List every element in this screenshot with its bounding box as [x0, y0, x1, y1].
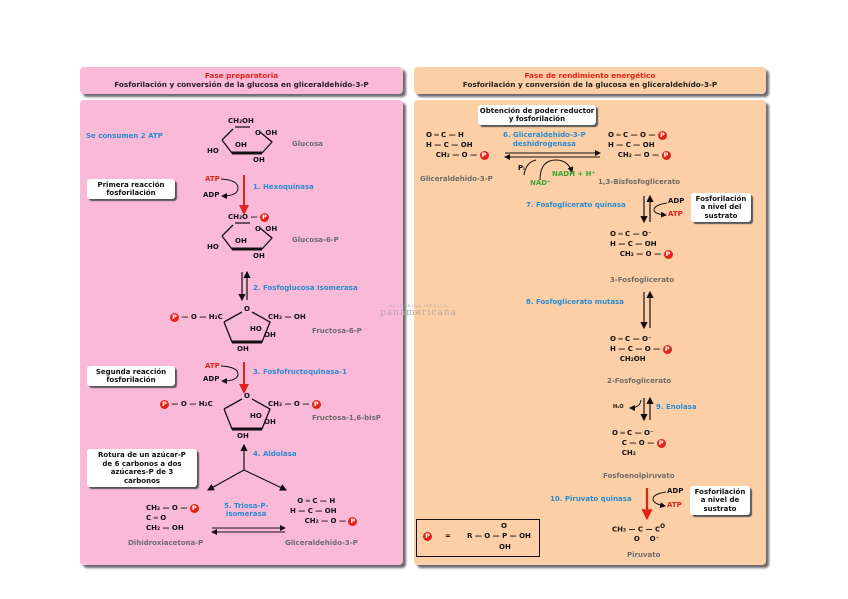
phosphate-icon: P	[661, 150, 671, 160]
left-header-title: Fase preparatoria	[204, 71, 279, 80]
phosphate-icon: P	[479, 150, 489, 160]
molecule-piruvato: Piruvato	[627, 551, 661, 559]
phosphate-icon: P	[170, 312, 179, 322]
phosphate-icon: P	[160, 399, 169, 409]
atp-label-1: ATP	[205, 175, 220, 183]
atp-label-7: ATP	[668, 210, 683, 218]
adp-label-7: ADP	[668, 197, 685, 205]
phosphate-icon: P	[662, 344, 672, 354]
molecule-3pg: 3-Fosfoglicerato	[610, 276, 675, 284]
molecule-fructosa6p: Fructosa-6-P	[312, 327, 362, 335]
glucose6p-ring	[221, 222, 273, 251]
pi-label: Pᵢ	[518, 164, 525, 172]
atp-label-10: ATP	[667, 501, 682, 509]
enzyme-fosfoglicerato-mutasa: 8. Fosfoglicerato mutasa	[526, 298, 625, 306]
molecule-glucosa: Glucosa	[292, 140, 323, 148]
right-header: Fase de rendimiento energético Fosforila…	[414, 67, 766, 94]
adp-label-10: ADP	[667, 487, 684, 495]
fructose6p-ring	[223, 311, 271, 344]
enzyme-fosfofructoquinasa: 3. Fosfofructoquinasa-1	[253, 368, 347, 376]
left-panel	[80, 100, 403, 565]
atp-consumed-note: Se consumen 2 ATP	[86, 132, 163, 140]
watermark: EDITORIAL MÉDICA panamericana	[380, 303, 457, 318]
atp-label-2: ATP	[205, 362, 220, 370]
pyruvate-structure: CH₃ — C — CO O O⁻	[612, 524, 666, 544]
pep-structure: O ═ C — O⁻ C — O — P CH₂	[612, 428, 666, 458]
phosphate-icon: P	[259, 212, 269, 222]
phosphate-icon: P	[423, 532, 432, 541]
phosphate-icon: P	[348, 516, 358, 526]
phosphate-icon: P	[656, 438, 666, 448]
enzyme-aldolasa: 4. Aldolasa	[253, 450, 297, 458]
nadh-label: NADH + H⁺	[552, 170, 596, 178]
enzyme-enolasa: 9. Enolasa	[656, 403, 697, 411]
enzyme-fosfoglicerato-quinasa: 7. Fosfoglicerato quinasa	[526, 201, 626, 209]
right-header-subtitle: Fosforilación y conversión de la glucosa…	[462, 80, 718, 89]
molecule-dhap: Dihidroxiacetona-P	[128, 539, 204, 547]
phosphate-icon: P	[657, 130, 667, 140]
left-header: Fase preparatoria Fosforilación y conver…	[80, 67, 403, 94]
molecule-g3p-left: Gliceraldehido-3-P	[285, 539, 358, 547]
molecule-fructosa16bisp: Fructosa-1,6-bisP	[312, 414, 381, 422]
enzyme-piruvato-quinasa: 10. Piruvato quinasa	[550, 495, 632, 503]
phosphate-icon: P	[663, 249, 673, 259]
molecule-g3p-right: Gliceraldehido-3-P	[420, 175, 493, 183]
pg2-structure: O ═ C — O⁻H — C — O — P CH₂OH	[610, 334, 672, 364]
left-header-subtitle: Fosforilación y conversión de la glucosa…	[114, 80, 369, 89]
enzyme-fosfoglucosa-isomerasa: 2. Fosfoglucosa Isomerasa	[253, 284, 358, 292]
glucose-structure: CH₂OH	[228, 117, 254, 125]
enzyme-triosa-p-isomerasa: 5. Triosa-P-isomerasa	[224, 502, 269, 518]
phosphate-icon: P	[189, 503, 199, 513]
phosphate-legend: P = O R — O — P — OH OH	[416, 519, 540, 557]
molecule-pep: Fosfoenolpiruvato	[603, 472, 675, 480]
adp-label-2: ADP	[203, 375, 220, 383]
phosphate-icon: P	[311, 399, 321, 409]
molecule-glucosa6p: Glucosa-6-P	[292, 236, 339, 244]
nad-label: NAD⁺	[530, 179, 551, 187]
right-header-title: Fase de rendimiento energético	[524, 71, 656, 80]
fructose16bp-ring	[223, 398, 271, 431]
adp-label-1: ADP	[203, 191, 220, 199]
pg3-structure: O ═ C — O⁻H — C — OH CH₂ — O — P	[610, 229, 673, 259]
enzyme-hexoquinasa: 1. Hexoquinasa	[253, 183, 314, 191]
glucose-ring	[221, 126, 273, 155]
h2o-label: H₂O	[613, 404, 624, 410]
molecule-2pg: 2-Fosfoglicerato	[607, 377, 672, 385]
molecule-bpg: 1,3-Bisfosfoglicerato	[598, 178, 681, 186]
